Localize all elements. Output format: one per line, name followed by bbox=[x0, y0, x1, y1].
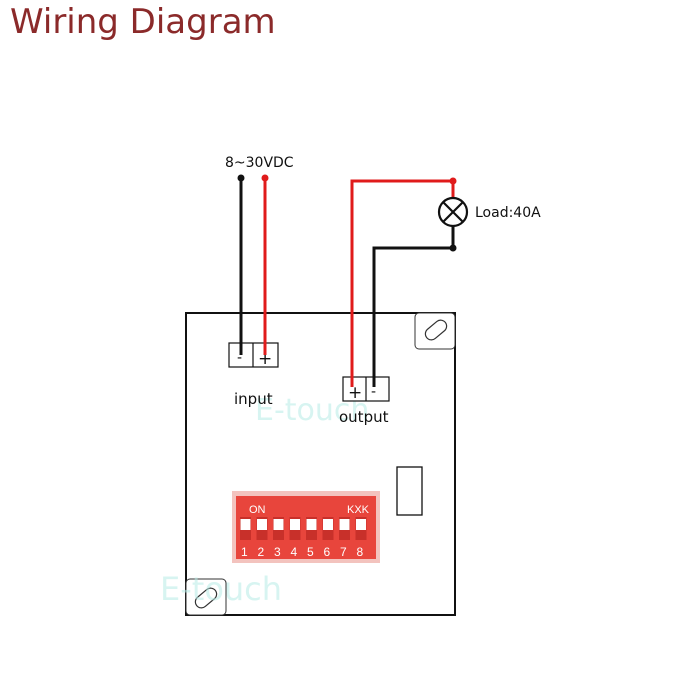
push-button bbox=[396, 466, 423, 516]
dip-knob-5 bbox=[306, 519, 317, 530]
output-label: output bbox=[339, 408, 389, 426]
dip-knob-8 bbox=[356, 519, 366, 530]
mounting-hole-bottom-left bbox=[185, 578, 227, 616]
supply-positive-dot bbox=[261, 174, 269, 182]
dip-knob-6 bbox=[323, 519, 333, 530]
dip-lever-4[interactable] bbox=[289, 517, 301, 540]
supply-negative-dot bbox=[237, 174, 245, 182]
load-positive-dot bbox=[449, 177, 457, 185]
output-plus-label: + bbox=[348, 383, 362, 403]
load-label: Load:40A bbox=[475, 205, 541, 221]
input-terminal-block: - + bbox=[228, 342, 279, 369]
dip-knob-7 bbox=[339, 519, 350, 530]
dip-lever-5[interactable] bbox=[306, 517, 317, 540]
dip-number-5: 5 bbox=[307, 545, 314, 559]
dip-switch-on-label: ON bbox=[249, 504, 266, 516]
dip-switch-brand: KXK bbox=[347, 504, 370, 516]
output-terminal-block: + - bbox=[342, 376, 390, 403]
dip-number-1: 1 bbox=[241, 545, 248, 559]
watermark-bottom: E-touch bbox=[160, 570, 282, 608]
dip-lever-6[interactable] bbox=[322, 517, 334, 540]
dip-lever-8[interactable] bbox=[355, 517, 367, 540]
dip-knob-1 bbox=[240, 519, 251, 530]
input-minus-label: - bbox=[237, 350, 242, 366]
dip-knob-4 bbox=[290, 519, 300, 530]
dip-switch-levers bbox=[240, 517, 367, 540]
mounting-hole-top-right bbox=[414, 312, 456, 350]
dip-number-3: 3 bbox=[274, 545, 281, 559]
dip-lever-3[interactable] bbox=[273, 517, 284, 540]
dip-lever-2[interactable] bbox=[256, 517, 268, 540]
dip-knob-2 bbox=[257, 519, 267, 530]
input-plus-label: + bbox=[258, 349, 272, 369]
input-label: input bbox=[234, 390, 273, 408]
lamp-load-icon bbox=[437, 196, 469, 228]
dip-number-7: 7 bbox=[340, 545, 347, 559]
dip-number-8: 8 bbox=[357, 545, 364, 559]
dip-lever-7[interactable] bbox=[339, 517, 350, 540]
supply-voltage-label: 8~30VDC bbox=[225, 155, 294, 171]
output-minus-label: - bbox=[371, 384, 376, 400]
output-positive-wire bbox=[350, 179, 455, 387]
dip-knob-3 bbox=[273, 519, 284, 530]
output-negative-wire bbox=[372, 226, 455, 387]
dip-lever-1[interactable] bbox=[240, 517, 251, 540]
dip-number-6: 6 bbox=[324, 545, 331, 559]
dip-number-4: 4 bbox=[291, 545, 298, 559]
load-negative-dot bbox=[449, 244, 457, 252]
dip-number-2: 2 bbox=[258, 545, 265, 559]
page-title: Wiring Diagram bbox=[10, 2, 276, 42]
